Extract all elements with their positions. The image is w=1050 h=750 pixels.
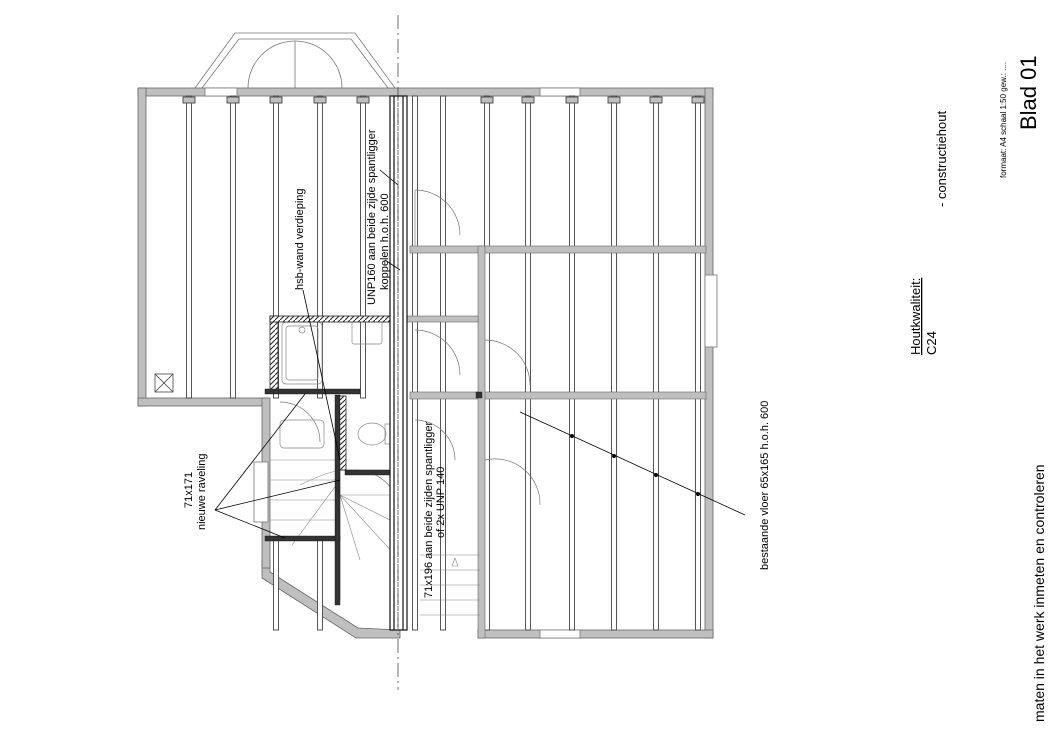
door-swings bbox=[279, 189, 541, 516]
disclaimer-text: maten in het werk inmeten en controleren bbox=[1031, 464, 1047, 722]
joist-bearing bbox=[313, 96, 327, 104]
spantligger-line2: of 2x UNP 140 bbox=[435, 467, 447, 538]
joist bbox=[569, 95, 575, 631]
joist-bearing bbox=[607, 96, 621, 104]
interior-walls bbox=[404, 245, 707, 639]
joist bbox=[273, 539, 279, 631]
bay-window bbox=[194, 32, 396, 89]
joist bbox=[611, 95, 617, 631]
joist-bearing bbox=[521, 96, 535, 104]
hsb-wand-label: hsb-wand verdieping bbox=[294, 188, 306, 290]
joist-bearing bbox=[356, 96, 370, 104]
spantligger-line1: 71x196 aan beide zijden spantligger bbox=[423, 422, 435, 598]
joist-bearing bbox=[649, 96, 663, 104]
unp160-line1: UNP160 aan beide zijde spantligger bbox=[366, 129, 378, 305]
joist bbox=[440, 95, 446, 631]
joist-bearing bbox=[226, 96, 240, 104]
windows bbox=[204, 87, 718, 639]
raveling-label: nieuwe raveling bbox=[196, 454, 208, 530]
sanitary-fixtures bbox=[279, 319, 394, 449]
sheet-label: Blad 01 bbox=[1016, 55, 1041, 130]
joist bbox=[525, 95, 531, 631]
joist bbox=[317, 95, 323, 399]
joist-bearing bbox=[691, 96, 705, 104]
houtkwaliteit-value: C24 bbox=[924, 331, 939, 355]
joist bbox=[230, 95, 236, 399]
steel-beams bbox=[264, 388, 483, 606]
joist bbox=[695, 95, 701, 631]
joist bbox=[273, 95, 279, 399]
joist bbox=[186, 95, 192, 399]
bestaande-vloer-label: bestaande vloer 65x165 h.o.h. 600 bbox=[759, 401, 771, 570]
unp160-line2: koppelen h.o.h. 600 bbox=[379, 193, 391, 290]
raveling-size: 71x171 bbox=[183, 472, 195, 508]
spantligger-beam bbox=[389, 95, 408, 631]
joist-bearing bbox=[480, 96, 494, 104]
existing-joists bbox=[182, 95, 705, 631]
format-note: formaat: A4 schaal 1:50 gew.: .... bbox=[999, 62, 1008, 178]
joist bbox=[317, 539, 323, 631]
joist bbox=[412, 95, 418, 631]
joist-bearing bbox=[182, 96, 196, 104]
joist bbox=[653, 95, 659, 631]
leader-dots bbox=[570, 434, 700, 496]
constructiehout-label: - constructiehout bbox=[934, 111, 949, 207]
houtkwaliteit-label: Houtkwaliteit: bbox=[908, 278, 923, 355]
joist-bearing bbox=[269, 96, 283, 104]
joist bbox=[360, 95, 366, 399]
leader-lines bbox=[214, 169, 746, 539]
joist-bearing bbox=[565, 96, 579, 104]
column-marker bbox=[154, 373, 174, 393]
